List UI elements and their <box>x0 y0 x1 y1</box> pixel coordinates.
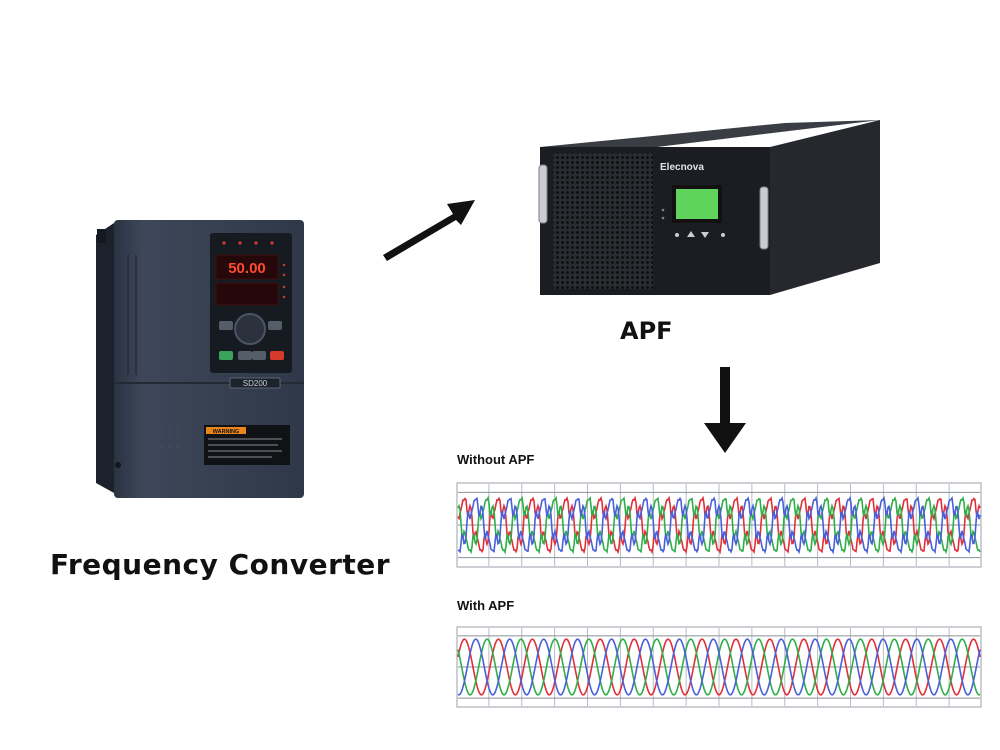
run-button[interactable] <box>219 351 233 360</box>
apf-top <box>540 120 880 147</box>
model-badge: SD200 <box>243 379 268 388</box>
arrow-down <box>704 367 746 453</box>
warning-title: WARNING <box>213 429 240 435</box>
left-handle <box>538 164 548 224</box>
apf-brand: Elecnova <box>660 162 704 173</box>
apf-side <box>770 120 880 295</box>
display-top: 50.00 <box>228 260 266 277</box>
stop-button[interactable] <box>270 351 284 360</box>
control-dial[interactable] <box>234 313 266 345</box>
phase-green-trace <box>457 495 981 555</box>
arrow-to-apf <box>383 200 475 261</box>
converter-side <box>96 223 114 493</box>
phase-blue-trace <box>457 638 981 696</box>
frequency-converter-image: 50.00 SD200 WARNING <box>96 220 304 498</box>
right-handle <box>759 186 769 250</box>
display-bottom <box>215 282 279 306</box>
with-apf-waveform <box>456 626 982 708</box>
without-apf-title: Without APF <box>457 452 535 467</box>
apf-device-image: Elecnova <box>538 120 880 295</box>
with-apf-title: With APF <box>457 598 515 613</box>
frequency-converter-label: Frequency Converter <box>50 548 391 581</box>
without-apf-waveform <box>456 482 982 568</box>
apf-label: APF <box>620 317 673 345</box>
phase-blue-trace <box>457 495 981 555</box>
apf-lcd-screen <box>676 189 718 219</box>
phase-red-trace <box>457 638 981 696</box>
